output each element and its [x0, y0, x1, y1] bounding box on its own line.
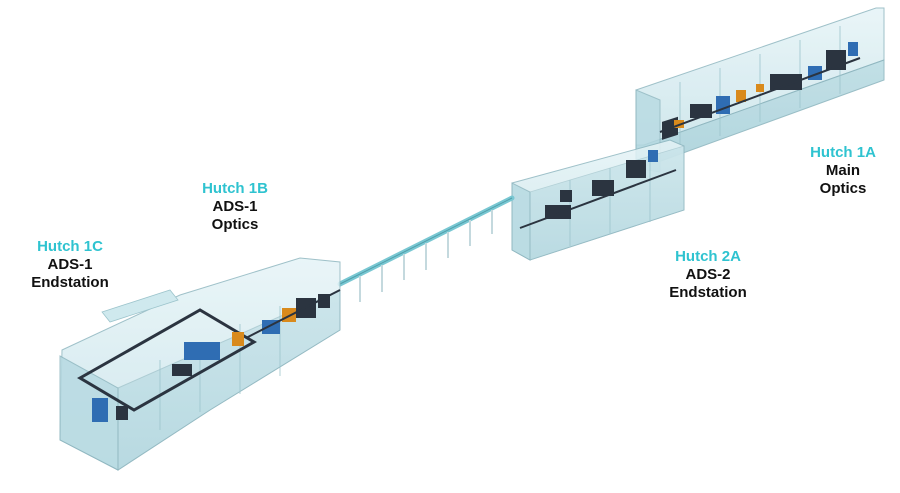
hutch-1b-name: Hutch 1B — [202, 180, 268, 197]
hutch-2a-line-2: Endstation — [669, 284, 747, 301]
hutch-1c-line-1: ADS-1 — [47, 256, 93, 273]
hutch-1a-line-1: Main — [825, 162, 861, 179]
hutch-1c-equipment — [77, 308, 257, 422]
hutch-1b-label: Hutch 1B ADS-1 Optics — [190, 180, 280, 234]
hutch-1c-enclosure — [59, 257, 341, 471]
hutch-2a-label: Hutch 2A ADS-2 Endstation — [656, 248, 760, 302]
hutch-1a-equipment — [659, 42, 861, 140]
hutch-1b-line-2: Optics — [211, 216, 259, 233]
beam-transport-pipe — [337, 195, 515, 302]
hutch-1b-line-1: ADS-1 — [212, 198, 258, 215]
hutch-2a-equipment — [519, 150, 677, 229]
hutch-1a-label: Hutch 1A Main Optics — [800, 144, 886, 198]
hutch-2a-name: Hutch 2A — [675, 248, 741, 265]
hutch-1b-equipment — [245, 289, 341, 339]
hutch-2a-line-1: ADS-2 — [685, 266, 731, 283]
hutch-1c-name: Hutch 1C — [37, 238, 103, 255]
hutch-1a-name: Hutch 1A — [810, 144, 876, 161]
hutch-1a-line-2: Optics — [819, 180, 867, 197]
hutch-1c-line-2: Endstation — [31, 274, 109, 291]
hutch-1c-label: Hutch 1C ADS-1 Endstation — [20, 238, 120, 292]
